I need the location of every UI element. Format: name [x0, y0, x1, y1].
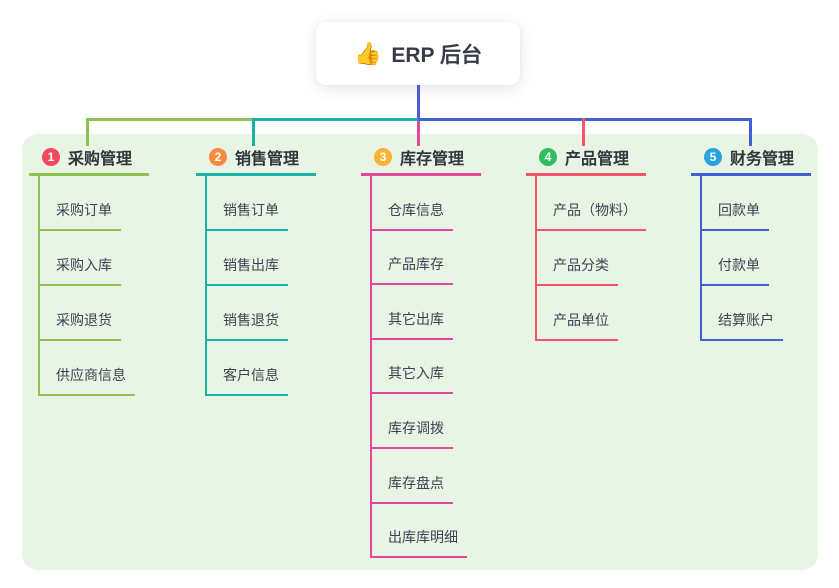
branches-panel: [22, 134, 818, 570]
branch-header[interactable]: 4 产品管理: [526, 144, 646, 176]
child-node[interactable]: 采购订单: [40, 200, 121, 231]
child-node[interactable]: 采购入库: [40, 255, 121, 286]
child-node[interactable]: 销售退货: [207, 310, 288, 341]
child-node[interactable]: 出库库明细: [372, 527, 467, 559]
connector-drop-product: [582, 118, 585, 146]
connector-bus-blue: [418, 118, 752, 121]
child-node[interactable]: 产品（物料）: [537, 200, 646, 231]
connector-root-line: [417, 85, 420, 121]
connector-drop-inventory: [417, 121, 420, 146]
branch-label: 采购管理: [68, 151, 133, 168]
root-node[interactable]: 👍 ERP 后台: [316, 22, 520, 85]
child-node[interactable]: 客户信息: [207, 365, 288, 396]
child-node[interactable]: 仓库信息: [372, 200, 453, 231]
child-node[interactable]: 库存调拨: [372, 418, 453, 449]
branch-inventory: 3 库存管理 仓库信息 产品库存 其它出库 其它入库 库存调拨 库存盘点 出库库…: [361, 144, 481, 559]
branch-number-badge: 1: [42, 148, 60, 166]
branch-number-badge: 5: [704, 148, 722, 166]
thumbs-up-icon: 👍: [353, 40, 382, 66]
branch-label: 销售管理: [235, 151, 300, 168]
branch-children: 采购订单 采购入库 采购退货 供应商信息: [38, 176, 149, 396]
branch-header[interactable]: 2 销售管理: [196, 144, 316, 176]
connector-bus-green: [86, 118, 253, 121]
branch-number-badge: 3: [374, 148, 392, 166]
branch-header[interactable]: 5 财务管理: [691, 144, 811, 176]
child-node[interactable]: 付款单: [702, 255, 769, 286]
branch-finance: 5 财务管理 回款单 付款单 结算账户: [691, 144, 811, 341]
child-node[interactable]: 产品分类: [537, 255, 618, 286]
child-node[interactable]: 供应商信息: [40, 365, 135, 396]
child-node[interactable]: 产品库存: [372, 254, 453, 286]
child-node[interactable]: 销售出库: [207, 255, 288, 286]
branch-number-badge: 2: [209, 148, 227, 166]
branch-children: 仓库信息 产品库存 其它出库 其它入库 库存调拨 库存盘点 出库库明细: [370, 176, 481, 559]
connector-drop-sales: [252, 118, 255, 146]
branch-label: 产品管理: [565, 151, 630, 168]
branch-procurement: 1 采购管理 采购订单 采购入库 采购退货 供应商信息: [29, 144, 149, 396]
child-node[interactable]: 产品单位: [537, 310, 618, 341]
connector-bus-teal: [253, 118, 418, 121]
branch-sales: 2 销售管理 销售订单 销售出库 销售退货 客户信息: [196, 144, 316, 396]
child-node[interactable]: 采购退货: [40, 310, 121, 341]
branch-label: 财务管理: [730, 151, 795, 168]
branch-header[interactable]: 3 库存管理: [361, 144, 481, 176]
branch-number-badge: 4: [539, 148, 557, 166]
child-node[interactable]: 其它入库: [372, 363, 453, 395]
branch-children: 产品（物料） 产品分类 产品单位: [535, 176, 646, 341]
branch-header[interactable]: 1 采购管理: [29, 144, 149, 176]
branch-children: 回款单 付款单 结算账户: [700, 176, 811, 341]
branch-label: 库存管理: [400, 151, 465, 168]
child-node[interactable]: 结算账户: [702, 310, 783, 341]
connector-drop-finance: [749, 118, 752, 146]
branch-product: 4 产品管理 产品（物料） 产品分类 产品单位: [526, 144, 646, 341]
branch-children: 销售订单 销售出库 销售退货 客户信息: [205, 176, 316, 396]
child-node[interactable]: 销售订单: [207, 200, 288, 231]
child-node[interactable]: 库存盘点: [372, 473, 453, 504]
connector-drop-procurement: [86, 118, 89, 146]
root-title: ERP 后台: [391, 43, 483, 67]
child-node[interactable]: 其它出库: [372, 309, 453, 340]
child-node[interactable]: 回款单: [702, 200, 769, 231]
